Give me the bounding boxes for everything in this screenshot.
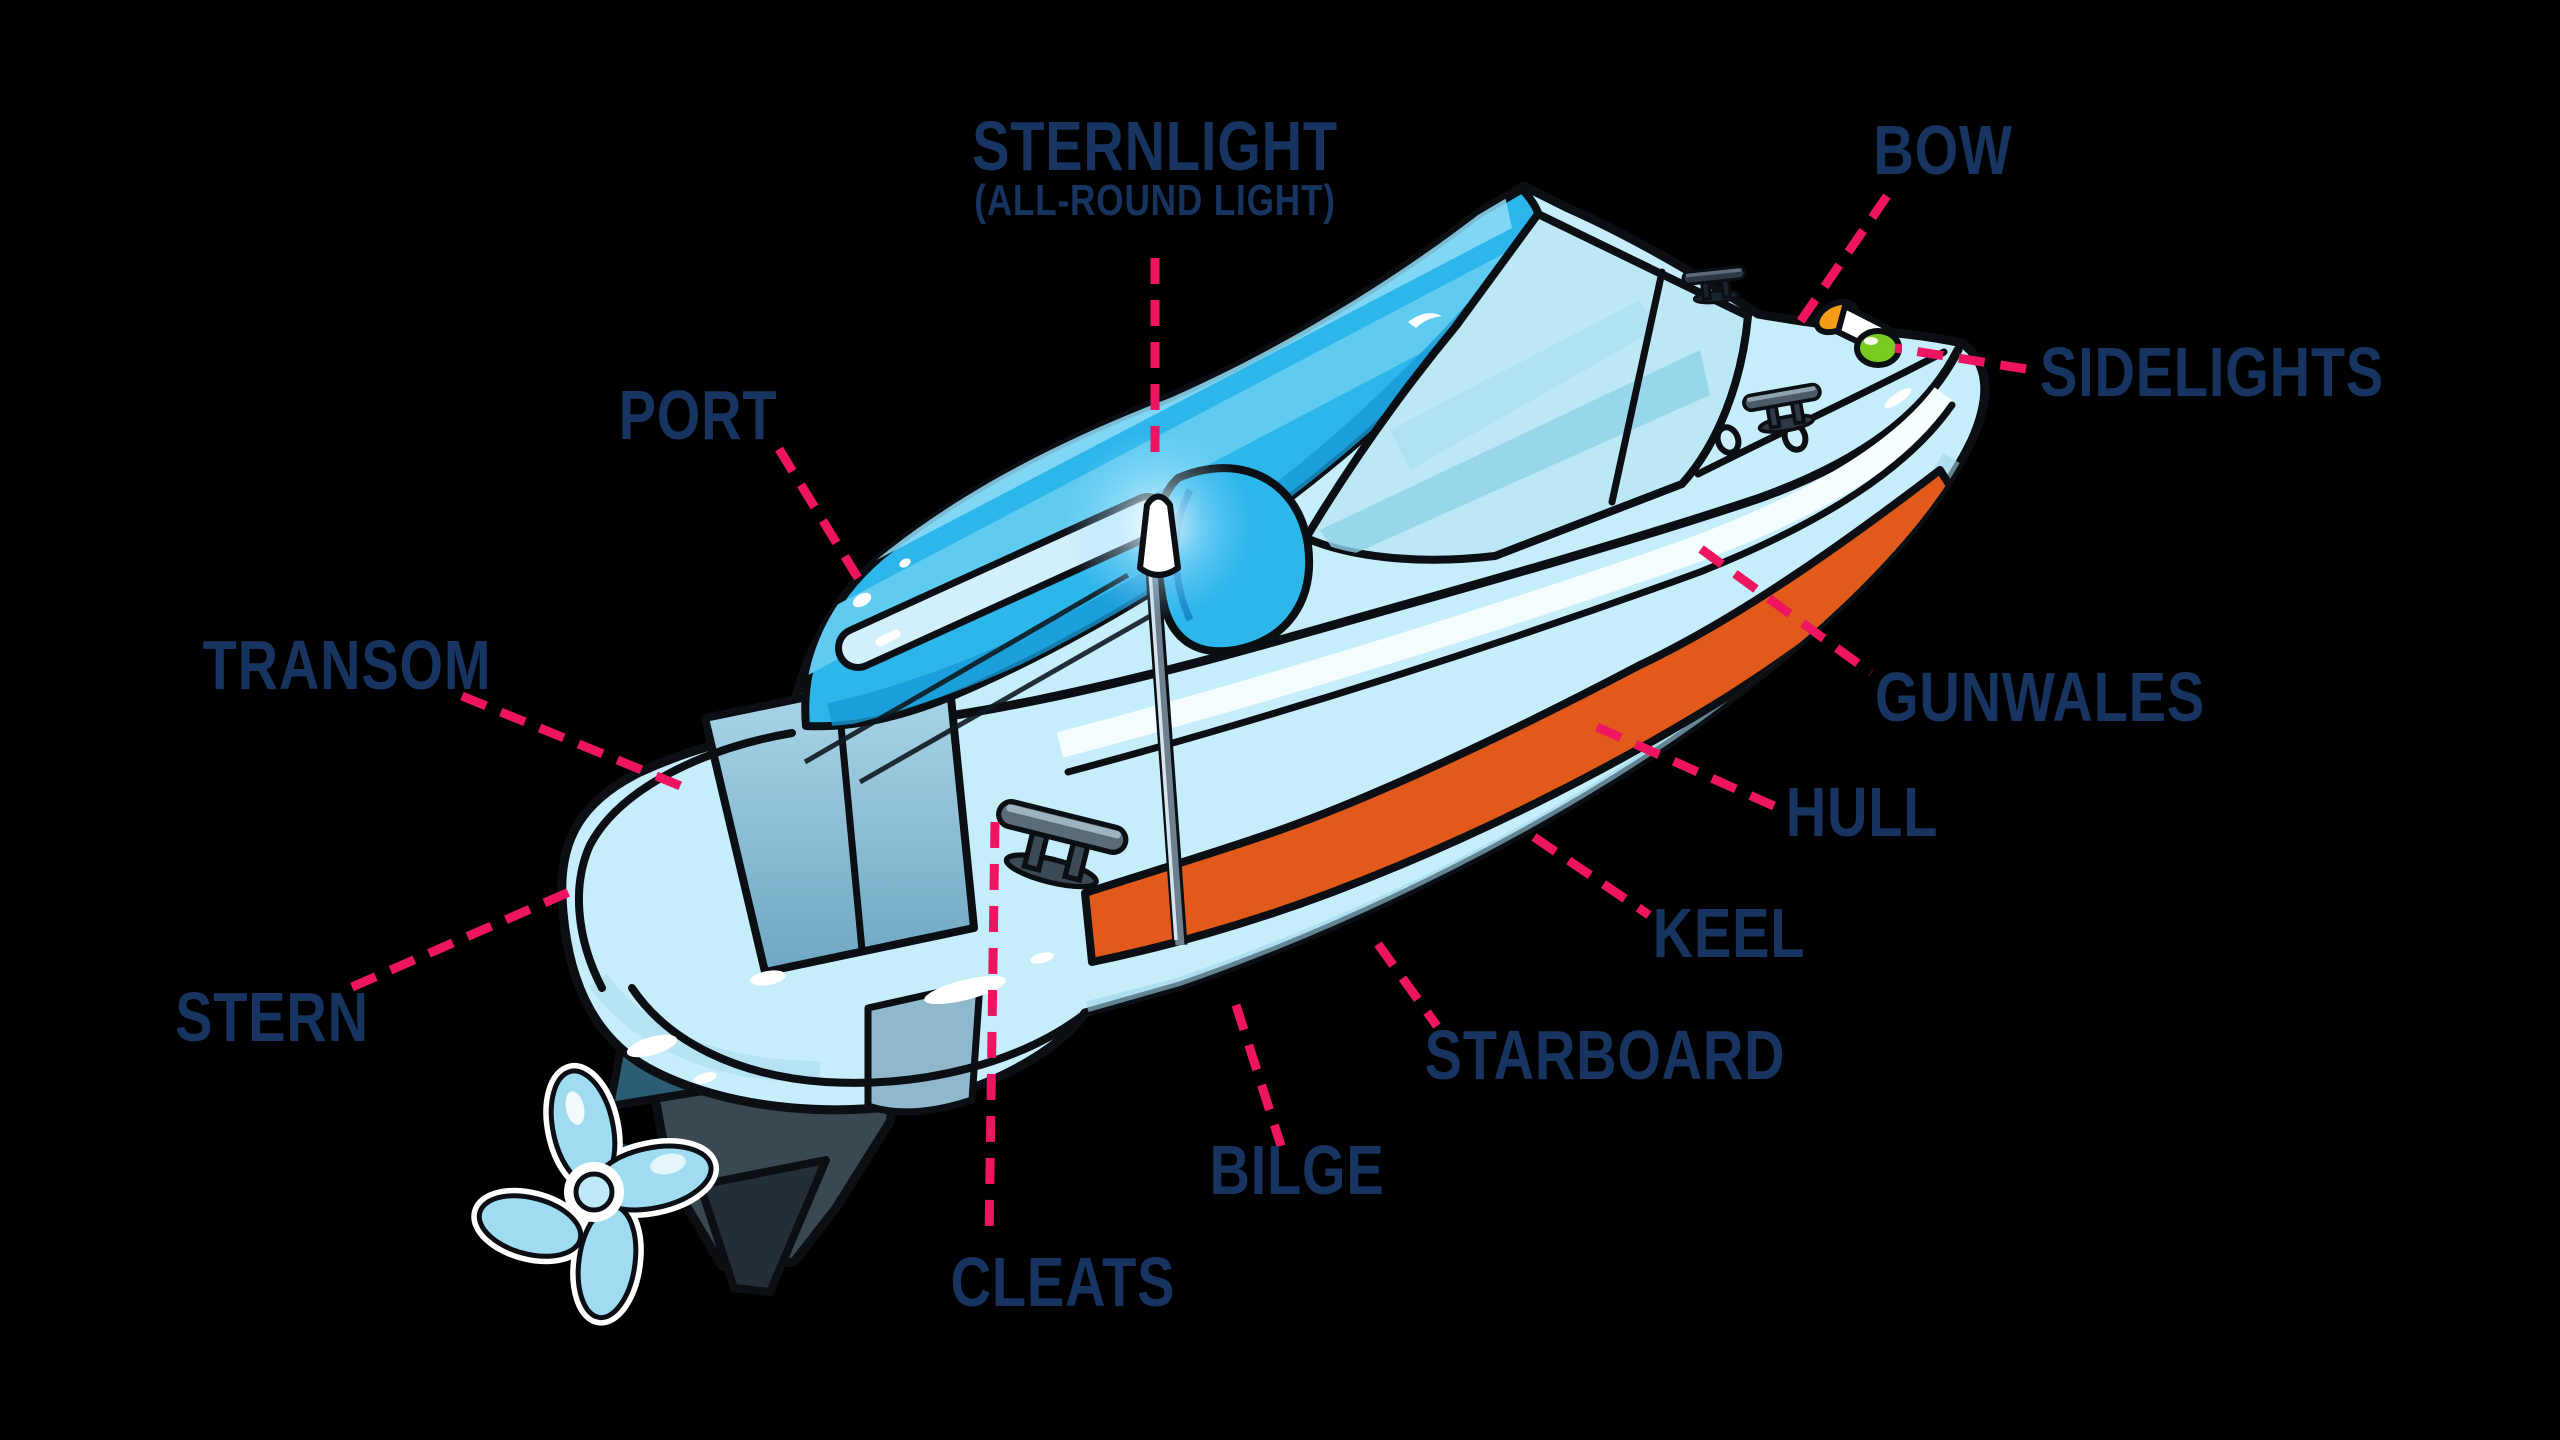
sidelight-green [1854,328,1902,368]
label-keel-text: KEEL [1652,894,1806,972]
leader-line-starboard [1374,941,1441,1029]
label-gunwales-text: GUNWALES [1875,658,2205,736]
label-sternlight-subtext-text: (ALL-ROUND LIGHT) [974,176,1336,225]
foredeck-glint [1884,387,1912,409]
leader-line-hull [1595,722,1776,811]
sidelights [1813,298,1902,368]
label-bow: BOW [1873,115,2012,185]
propeller [471,1062,720,1326]
sheer-line [790,345,1963,738]
label-keel: KEEL [1653,898,1806,968]
cleat-stern [996,799,1129,890]
sternlight [1063,430,1253,946]
label-transom-text: TRANSOM [202,626,492,704]
leader-lines [350,193,2027,1243]
label-cleats: CLEATS [951,1247,1176,1317]
label-sternlight: STERNLIGHT [972,111,1338,181]
leader-line-bow [1796,193,1891,325]
label-bilge: BILGE [1209,1135,1384,1205]
sternlight-bulb [1137,493,1181,578]
label-cleats-text: CLEATS [950,1243,1176,1321]
label-sternlight-subtext: (ALL-ROUND LIGHT) [974,179,1336,223]
label-bow-text: BOW [1873,111,2013,189]
leader-line-port [775,446,862,581]
windshield [1306,214,1748,560]
hull-bottom-panel [864,979,984,1116]
label-hull-text: HULL [1785,773,1939,851]
label-sternlight-text: STERNLIGHT [972,107,1338,185]
leader-line-keel [1531,833,1652,919]
label-starboard: STARBOARD [1425,1020,1786,1090]
label-transom: TRANSOM [203,630,492,700]
label-port: PORT [619,380,778,450]
cleat-bow [1742,382,1822,434]
cleat-port-bow [1681,265,1747,305]
label-bilge-text: BILGE [1209,1131,1385,1209]
hull-stripe [1081,466,1966,966]
label-stern: STERN [175,982,369,1052]
leader-line-sidelights [1894,343,2027,374]
skeg [696,1156,830,1296]
swim-platform [574,729,1086,1087]
label-gunwales: GUNWALES [1875,662,2205,732]
label-sidelights-text: SIDELIGHTS [2039,333,2385,411]
leader-line-stern [350,881,585,992]
leader-line-cleats [984,821,1000,1243]
windshield-glint [1408,313,1442,328]
label-hull: HULL [1786,777,1939,847]
leader-line-gunwales [1698,545,1874,677]
label-starboard-text: STARBOARD [1424,1016,1786,1094]
label-stern-text: STERN [175,978,369,1056]
rub-rail-band [1056,387,1956,758]
leader-line-bilge [1231,1003,1286,1148]
label-sidelights: SIDELIGHTS [2040,337,2384,407]
label-port-text: PORT [618,376,778,454]
